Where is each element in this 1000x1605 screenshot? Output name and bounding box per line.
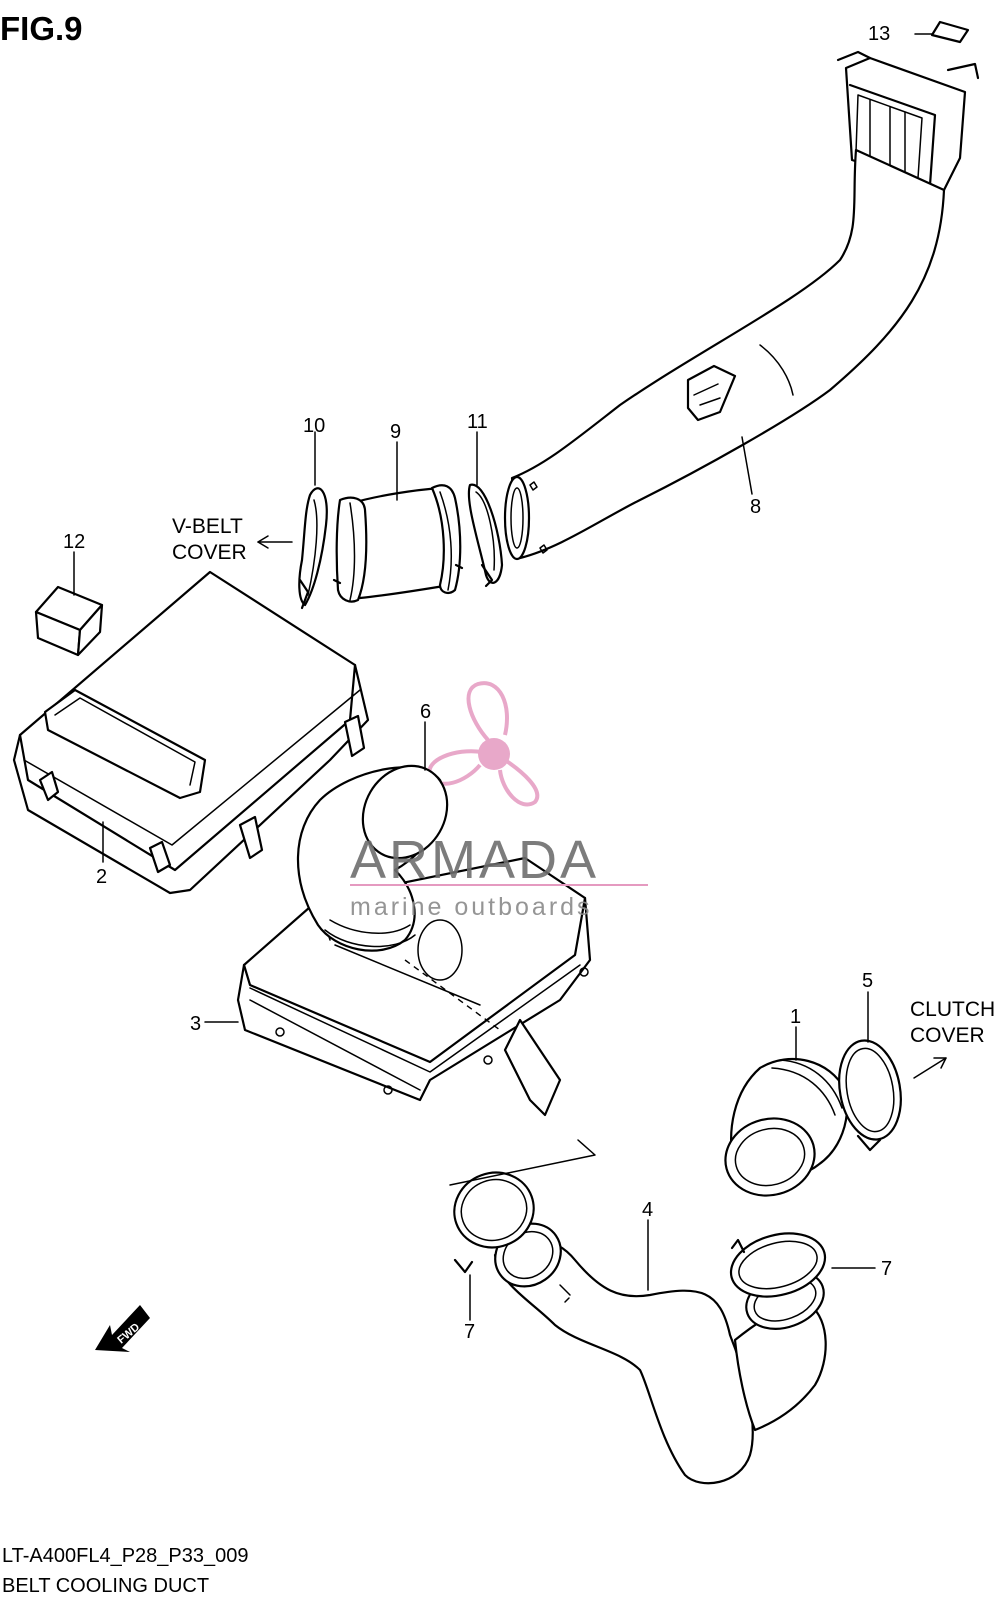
part-6-elbow: [296, 721, 463, 981]
watermark-brand: ARMADA: [350, 830, 599, 890]
callout-6: 6: [420, 701, 431, 723]
figure-code: LT-A400FL4_P28_P33_009: [2, 1545, 249, 1567]
callout-4: 4: [642, 1199, 653, 1221]
callout-7-left: 7: [464, 1321, 475, 1343]
callout-5: 5: [862, 970, 873, 992]
part-1-coupling: [724, 1026, 849, 1197]
callout-11: 11: [467, 411, 488, 433]
callout-12: 12: [63, 531, 85, 553]
part-13-seal: [914, 20, 970, 44]
part-2-cover: [12, 570, 370, 895]
callout-8: 8: [750, 496, 761, 518]
clutch-label-line2: COVER: [910, 1024, 985, 1047]
part-8-upper-duct: [503, 50, 980, 561]
part-7-clamp-left: [453, 1171, 535, 1321]
watermark-tagline: marine outboards: [350, 893, 593, 921]
callout-13: 13: [868, 23, 890, 45]
watermark-propeller-icon: [427, 681, 540, 807]
fwd-arrow-icon: FWD: [95, 1305, 150, 1352]
figure-number: FIG.9: [0, 10, 83, 47]
figure-title: BELT COOLING DUCT: [2, 1575, 209, 1597]
callout-2: 2: [96, 866, 107, 888]
part-10-clamp: [298, 431, 328, 610]
vbelt-direction-arrow: [257, 535, 293, 549]
callout-7-right: 7: [881, 1258, 892, 1280]
vbelt-label-line1: V-BELT: [172, 515, 243, 538]
section-outline: [449, 1139, 596, 1186]
part-11-clamp: [467, 431, 504, 588]
callout-1: 1: [790, 1006, 801, 1028]
callout-3: 3: [190, 1013, 201, 1035]
callout-9: 9: [390, 421, 401, 443]
part-9-hose: [332, 441, 464, 603]
part-7-clamp-right: [729, 1232, 876, 1298]
clutch-label-line1: CLUTCH: [910, 998, 995, 1021]
part-12-block: [34, 551, 104, 657]
vbelt-label-line2: COVER: [172, 541, 247, 564]
callout-10: 10: [303, 415, 325, 437]
part-5-ring: [838, 991, 902, 1152]
clutch-direction-arrow: [913, 1057, 947, 1079]
